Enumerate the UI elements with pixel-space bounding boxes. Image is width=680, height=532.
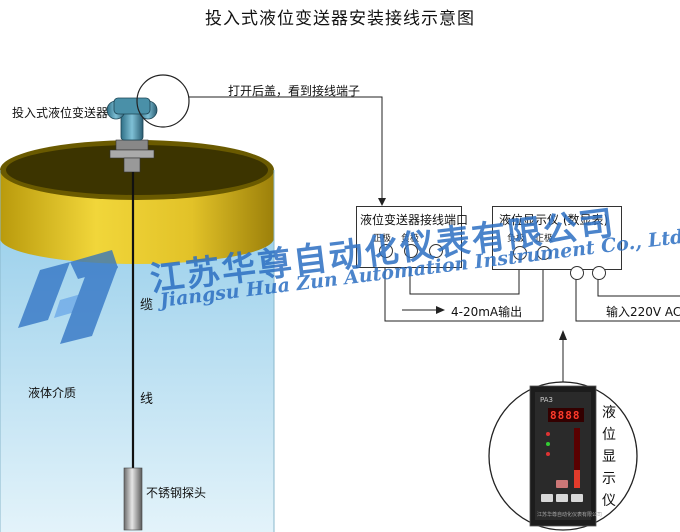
terminal-pos-label: 正极 [373,234,392,244]
tank-wall [0,170,275,532]
leader-arrow [378,198,386,206]
wiring [384,254,680,384]
output-arrowhead [436,306,445,314]
power-terminal-n [592,266,606,280]
terminal-negative [404,244,418,258]
transmitter-head [106,97,158,141]
meter-device [529,385,597,527]
meter-model: PA3 [540,396,554,404]
open-cover-label: 打开后盖，看到接线端子 [228,84,361,98]
display-vertical-label: 液位显示仪 [602,405,616,509]
terminal-positive [379,244,393,258]
display-box-title: 液位显示仪 (数显表) [499,213,609,227]
zoom-circle [136,74,190,128]
terminal-box-title: 液位变送器接线端口 [360,213,469,227]
meter-brand: 江苏华尊自动化仪表有限公司 [537,512,603,518]
terminal-ground [429,244,443,258]
liquid-label: 液体介质 [28,386,77,400]
display-terminal-negative [513,246,527,260]
probe-label: 不锈钢探头 [146,486,207,500]
meter-arrowhead [559,330,567,340]
page-title: 投入式液位变送器安装接线示意图 [205,9,475,29]
display-pos-label: 正极 [535,234,554,244]
display-box: 液位显示仪 (数显表) 负极 正极 [492,206,622,280]
power-terminal-l [570,266,584,280]
transmitter-label: 投入式液位变送器 [12,106,109,120]
cable-label-char-1: 缆 [140,298,154,313]
power-label: 输入220V AC [606,305,680,319]
cable-label-char-2: 线 [140,392,154,407]
hz-logo [18,250,118,344]
probe [123,467,143,531]
terminal-neg-label: 负极 [401,234,420,244]
display-terminal-positive [537,246,551,260]
meter-digits: 8888 [550,409,581,422]
display-neg-label: 负极 [507,234,526,244]
leader-line [189,96,383,200]
output-label: 4-20mA输出 [451,305,523,319]
terminal-box: 液位变送器接线端口 正极 负极 [356,206,468,268]
